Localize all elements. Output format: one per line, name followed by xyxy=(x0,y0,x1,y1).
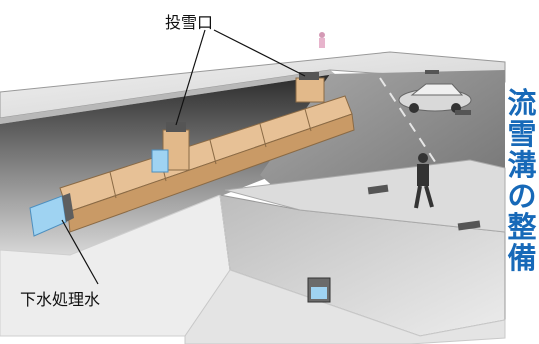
inlet-box-2 xyxy=(295,72,325,103)
title-char: 溝 xyxy=(507,148,537,182)
right-sidewalk-top xyxy=(224,159,506,233)
drain-grates xyxy=(367,70,481,231)
snow-inlet-label: 投雪口 xyxy=(165,13,214,32)
pedestrian-far xyxy=(319,32,325,48)
title-char: 整 xyxy=(507,210,537,244)
vertical-title: 流 雪 溝 の 整 備 xyxy=(505,88,539,274)
wall-opening xyxy=(307,277,331,303)
left-sidewalk-curb xyxy=(0,70,335,124)
title-char: 備 xyxy=(507,241,537,275)
inlet-box-1 xyxy=(151,122,190,173)
road-center-line xyxy=(379,77,471,216)
treated-water-outflow xyxy=(29,193,74,237)
title-char: の xyxy=(507,179,537,213)
leader-lines xyxy=(61,29,306,285)
treated-water-label: 下水処理水 xyxy=(20,290,101,309)
car xyxy=(398,83,472,113)
retaining-wall xyxy=(184,194,506,344)
title-char: 流 xyxy=(507,86,537,120)
pedestrian-walking xyxy=(414,153,434,209)
title-char: 雪 xyxy=(507,117,537,151)
